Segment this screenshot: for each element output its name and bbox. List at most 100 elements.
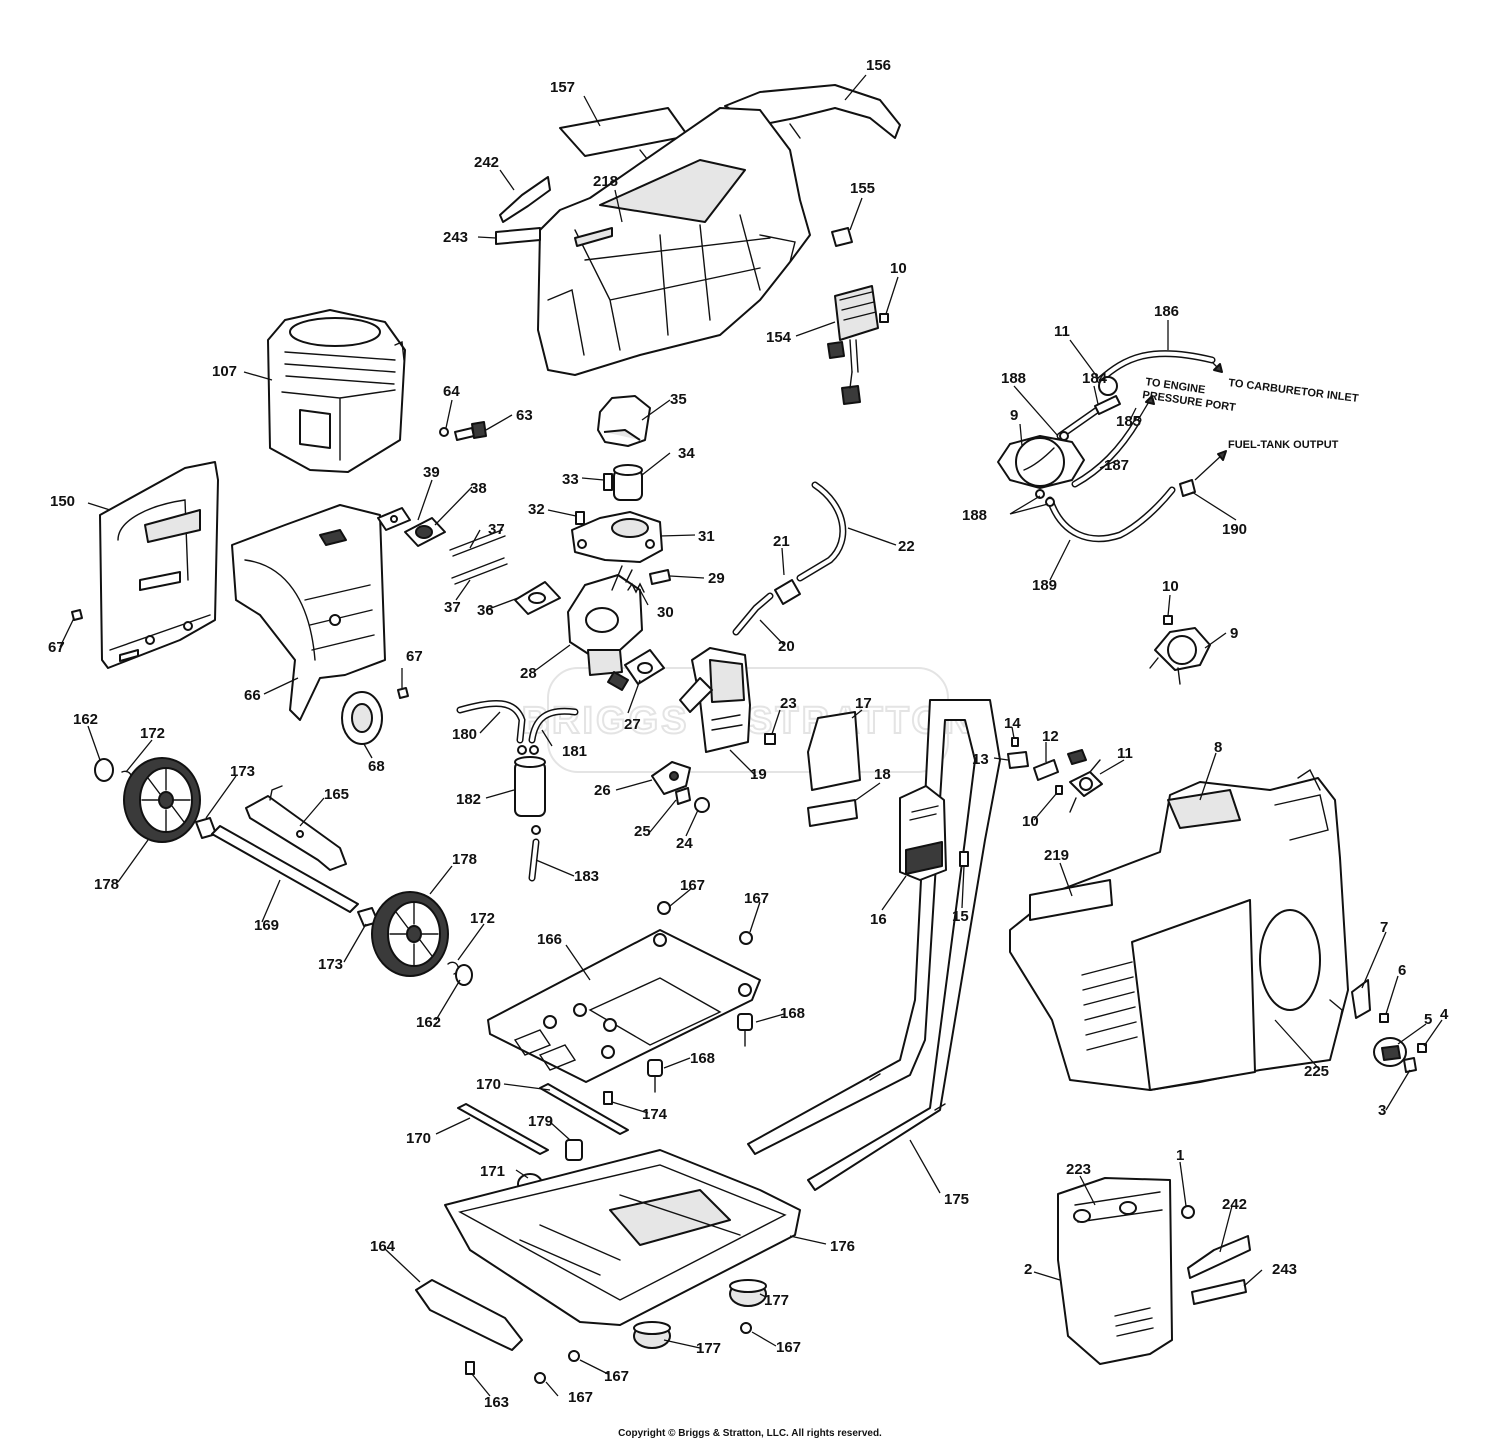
label-162-right: 162 [416,1014,441,1031]
part-11-tee-fitting-top [1094,376,1121,415]
hose-20 [732,592,774,636]
label-21: 21 [773,533,790,550]
label-64: 64 [443,383,460,400]
part-35-air-filter-cover [597,395,651,447]
label-219: 219 [1044,847,1069,864]
part-32-screw [575,511,585,525]
label-218: 218 [593,173,618,190]
label-38: 38 [470,480,487,497]
label-39: 39 [423,464,440,481]
part-36-gasket [514,581,561,615]
label-169: 169 [254,917,279,934]
label-66: 66 [244,687,261,704]
part-12-valve [1033,749,1087,781]
part-21-filter [774,579,801,605]
part-29-nozzle [649,569,671,585]
part-162-wheel-cap-left [94,758,114,782]
part-150-rear-shroud [99,461,219,669]
part-178-wheel-left [123,757,201,843]
part-30-spring [627,582,645,594]
label-26: 26 [594,782,611,799]
hose-180-181 [456,699,579,744]
part-243-strip-bottom [1191,1279,1247,1305]
label-190: 190 [1222,521,1247,538]
part-67-screw-left [71,609,83,621]
hose-186 [1096,350,1216,384]
label-9-top: 9 [1010,407,1018,424]
label-32: 32 [528,501,545,518]
part-177-feet [633,1279,767,1349]
part-188-clamps [1035,431,1069,507]
label-67-mid: 67 [406,648,423,665]
label-223: 223 [1066,1161,1091,1178]
label-182: 182 [456,791,481,808]
label-7: 7 [1380,919,1388,936]
label-15: 15 [952,908,969,925]
label-225: 225 [1304,1063,1329,1080]
label-167-plate-left: 167 [680,877,705,894]
label-13: 13 [972,751,989,768]
part-38-spacer [404,517,446,547]
part-24-nut [694,797,710,813]
part-64-oring [439,427,449,437]
label-185: 185 [1116,413,1141,430]
part-1-screw [1181,1205,1195,1219]
label-27: 27 [624,716,641,733]
part-164-front-handle [415,1279,523,1351]
part-6-screw [1379,1013,1389,1023]
label-17: 17 [855,695,872,712]
part-7-bracket [1351,979,1371,1019]
label-170-bottom: 170 [406,1130,431,1147]
label-168-right: 168 [780,1005,805,1022]
label-156: 156 [866,57,891,74]
label-6: 6 [1398,962,1406,979]
part-156-top-handle [724,84,901,139]
label-28: 28 [520,665,537,682]
label-16: 16 [870,911,887,928]
part-66-blower-housing [231,504,386,721]
label-10-valve: 10 [1022,813,1039,830]
label-10-right: 10 [1162,578,1179,595]
label-36: 36 [477,602,494,619]
label-155: 155 [850,180,875,197]
label-167-bottom-mid: 167 [604,1368,629,1385]
part-33-screw [603,473,613,491]
label-186: 186 [1154,303,1179,320]
part-11-fuel-valve [1069,759,1103,813]
part-14-screw [1011,737,1019,747]
label-68: 68 [368,758,385,775]
label-12: 12 [1042,728,1059,745]
label-22: 22 [898,538,915,555]
part-155-pad [831,227,853,247]
label-170-top: 170 [476,1076,501,1093]
label-157: 157 [550,79,575,96]
part-27-gasket [624,649,665,685]
label-14: 14 [1004,715,1021,732]
part-39-gasket [377,507,411,531]
label-164: 164 [370,1238,396,1255]
part-182-fuel-filter [514,745,546,817]
part-242-label-bottom [1187,1235,1251,1279]
label-171: 171 [480,1163,505,1180]
hose-183 [528,825,541,882]
part-31-air-filter-base [571,511,663,563]
part-165-bracket [245,785,347,871]
label-5: 5 [1424,1011,1432,1028]
label-29: 29 [708,570,725,587]
hose-187 [1071,416,1142,488]
label-23: 23 [780,695,797,712]
part-25-pin [675,787,691,805]
label-175: 175 [944,1191,969,1208]
label-8: 8 [1214,739,1222,756]
label-174: 174 [642,1106,668,1123]
label-9-right: 9 [1230,625,1238,642]
label-35: 35 [670,391,687,408]
part-17-pad [807,711,861,791]
label-30: 30 [657,604,674,621]
part-5-knob [1373,1037,1407,1067]
label-179: 179 [528,1113,553,1130]
label-25: 25 [634,823,651,840]
part-242-label-top [499,176,551,223]
hose-184 [1056,404,1104,440]
label-11-valve: 11 [1117,745,1133,762]
